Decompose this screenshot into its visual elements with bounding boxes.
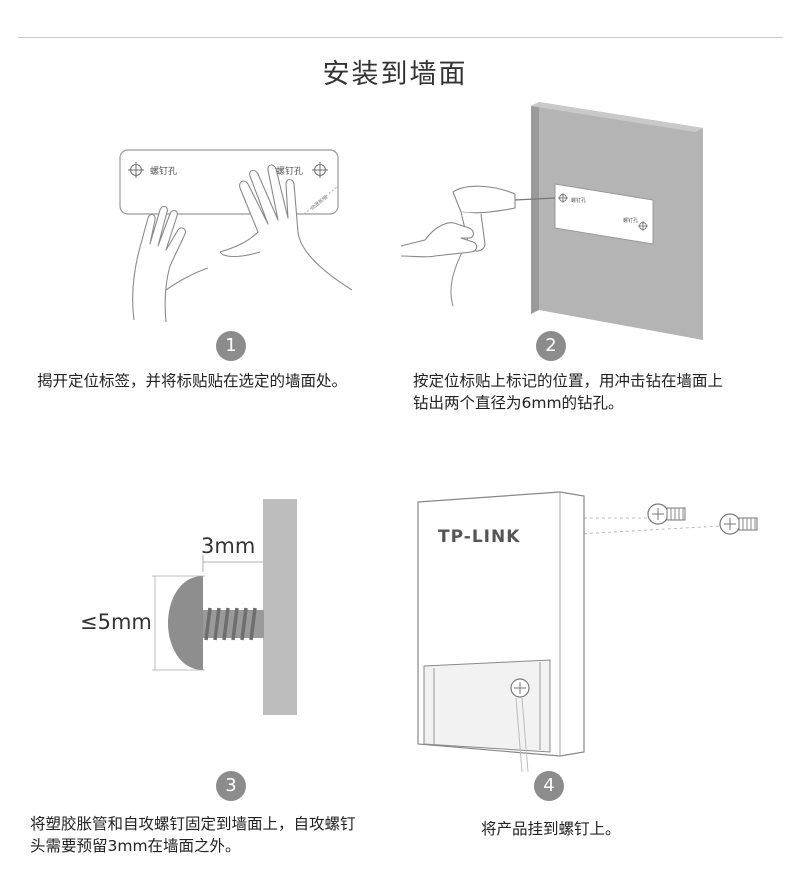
illustration-hang-product: TP-LINK [417, 491, 758, 772]
page-title: 安装到墙面 [322, 59, 468, 90]
step-number-1: 1 [216, 331, 246, 361]
illustration-screw-dimensions: 3mm ≤5mm [80, 499, 297, 715]
gap-dimension-label: 3mm [201, 534, 255, 558]
step-number-3: 3 [216, 771, 246, 801]
screw-icon [719, 513, 758, 535]
crosshair-icon [128, 162, 144, 178]
step-number-4: 4 [534, 771, 564, 801]
step-3-description-line2: 头需要预留3mm在墙面之外。 [30, 837, 241, 855]
step-4-description: 将产品挂到螺钉上。 [481, 820, 621, 838]
step-2-description-line1: 按定位标贴上标记的位置，用冲击钻在墙面上 [413, 372, 724, 390]
screw-hole-label: 螺钉孔 [623, 217, 638, 224]
brand-logo: TP-LINK [438, 527, 520, 547]
screw-hole-label: 螺钉孔 [571, 197, 586, 204]
head-size-label: ≤5mm [80, 610, 152, 634]
screw-icon [647, 503, 686, 525]
illustration-peel-sticker: 螺钉孔 螺钉孔 此面贴墙 [119, 149, 353, 323]
screw-hole-label: 螺钉孔 [276, 166, 303, 177]
crosshair-icon [312, 162, 328, 178]
step-3-description-line1: 将塑胶胀管和自攻螺钉固定到墙面上，自攻螺钉 [30, 815, 356, 833]
top-divider [18, 37, 783, 38]
step-1-description: 揭开定位标签，并将标贴贴在选定的墙面处。 [37, 372, 348, 390]
step-number-2: 2 [536, 331, 566, 361]
illustration-drill-wall: 螺钉孔 螺钉孔 [400, 102, 703, 340]
screw-hole-label: 螺钉孔 [150, 166, 177, 177]
step-2-description-line2: 钻出两个直径为6mm的钻孔。 [413, 394, 624, 412]
